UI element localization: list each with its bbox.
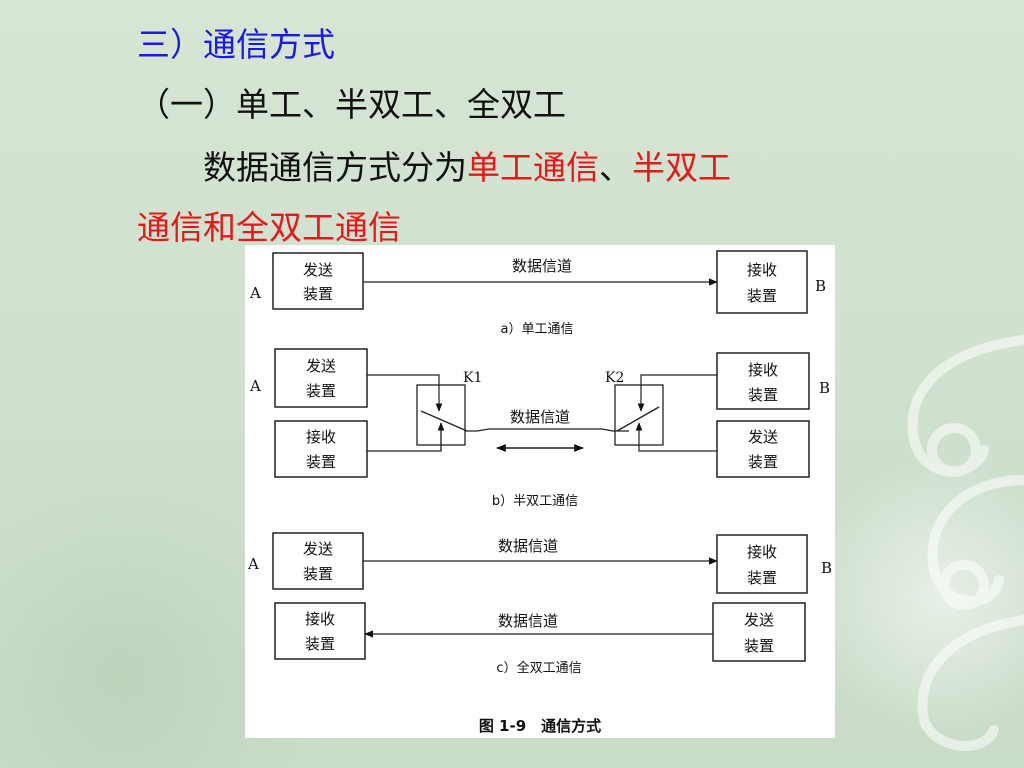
paragraph-lead: 数据通信方式分为 bbox=[203, 148, 467, 187]
recv-device-box bbox=[274, 420, 368, 478]
send-device-label-1: 发送 bbox=[748, 428, 778, 446]
k1-send-path bbox=[367, 374, 443, 412]
paragraph-conjunction: 和 bbox=[203, 208, 236, 247]
recv-device-box bbox=[716, 534, 808, 594]
channel-label: 数据信道 bbox=[512, 257, 572, 275]
endpoint-a-label: A bbox=[247, 555, 259, 573]
send-device-box bbox=[274, 348, 368, 408]
send-device-label-1: 发送 bbox=[744, 611, 774, 629]
caption-full-duplex: c）全双工通信 bbox=[496, 660, 581, 676]
channel-label: 数据信道 bbox=[510, 408, 570, 426]
background-ornament bbox=[907, 335, 1024, 751]
term-half-duplex-part2: 通信 bbox=[137, 208, 203, 247]
send-device-box bbox=[272, 252, 364, 310]
communication-modes-figure: A 发送 装置 数据信道 接收 装置 B a）单工通信 A 发送 装置 接收 装… bbox=[245, 245, 835, 738]
send-device-label-2: 装置 bbox=[744, 637, 774, 655]
communication-modes-diagram: A 发送 装置 数据信道 接收 装置 B a）单工通信 A 发送 装置 接收 装… bbox=[247, 250, 832, 735]
send-device-label-2: 装置 bbox=[303, 565, 333, 583]
term-half-duplex-part1: 半双工 bbox=[632, 148, 731, 187]
k1-switch-blade bbox=[420, 410, 468, 432]
send-device-label-1: 发送 bbox=[303, 540, 333, 558]
slide-subtitle: （一）单工、半双工、全双工 bbox=[137, 85, 566, 124]
half-duplex-channel-line bbox=[465, 428, 629, 432]
full-duplex-diagram: A 发送 装置 数据信道 接收 装置 B 接收 装置 数据信道 发送 装置 c）… bbox=[247, 532, 832, 676]
simplex-diagram: A 发送 装置 数据信道 接收 装置 B a）单工通信 bbox=[249, 250, 826, 337]
endpoint-b-label: B bbox=[815, 277, 826, 295]
caption-simplex: a）单工通信 bbox=[501, 322, 574, 337]
endpoint-a-label: A bbox=[249, 377, 261, 395]
term-full-duplex: 全双工通信 bbox=[236, 208, 401, 247]
recv-device-label-2: 装置 bbox=[305, 635, 335, 653]
send-device-label-2: 装置 bbox=[303, 285, 333, 303]
send-device-label-1: 发送 bbox=[306, 357, 336, 375]
send-device-label-2: 装置 bbox=[306, 382, 336, 400]
recv-device-label-2: 装置 bbox=[748, 386, 778, 404]
recv-device-label-1: 接收 bbox=[306, 428, 336, 446]
intro-paragraph: 数据通信方式分为单工通信、半双工通信和全双工通信 bbox=[137, 138, 857, 258]
channel-label: 数据信道 bbox=[498, 612, 558, 630]
slide-title: 三）通信方式 bbox=[137, 25, 335, 64]
k2-switch-blade bbox=[616, 406, 660, 432]
recv-device-box bbox=[716, 352, 810, 410]
k1-recv-path bbox=[367, 423, 442, 452]
recv-device-box bbox=[716, 250, 808, 314]
paragraph-separator: 、 bbox=[599, 148, 632, 187]
half-duplex-diagram: A 发送 装置 接收 装置 K1 K2 数据信道 接收 装置 bbox=[249, 348, 830, 509]
send-device-box bbox=[272, 532, 364, 590]
endpoint-a-label: A bbox=[249, 284, 261, 302]
endpoint-b-label: B bbox=[819, 379, 830, 397]
recv-device-label-1: 接收 bbox=[747, 543, 777, 561]
caption-half-duplex: b）半双工通信 bbox=[492, 494, 578, 509]
k2-send-path bbox=[635, 422, 717, 452]
switch-k1-label: K1 bbox=[463, 370, 482, 386]
term-simplex: 单工通信 bbox=[467, 148, 599, 187]
send-device-box bbox=[712, 602, 806, 662]
recv-device-label-2: 装置 bbox=[306, 453, 336, 471]
figure-caption: 图 1-9 通信方式 bbox=[479, 717, 601, 735]
recv-device-label-1: 接收 bbox=[748, 361, 778, 379]
recv-device-label-1: 接收 bbox=[747, 261, 777, 279]
k2-recv-path bbox=[637, 374, 717, 412]
channel-label: 数据信道 bbox=[498, 537, 558, 555]
send-device-box bbox=[716, 420, 810, 478]
send-device-label-2: 装置 bbox=[748, 453, 778, 471]
endpoint-b-label: B bbox=[821, 559, 832, 577]
recv-device-label-2: 装置 bbox=[747, 569, 777, 587]
switch-k2-label: K2 bbox=[605, 370, 624, 386]
recv-device-label-1: 接收 bbox=[305, 610, 335, 628]
send-device-label-1: 发送 bbox=[303, 261, 333, 279]
recv-device-label-2: 装置 bbox=[747, 287, 777, 305]
